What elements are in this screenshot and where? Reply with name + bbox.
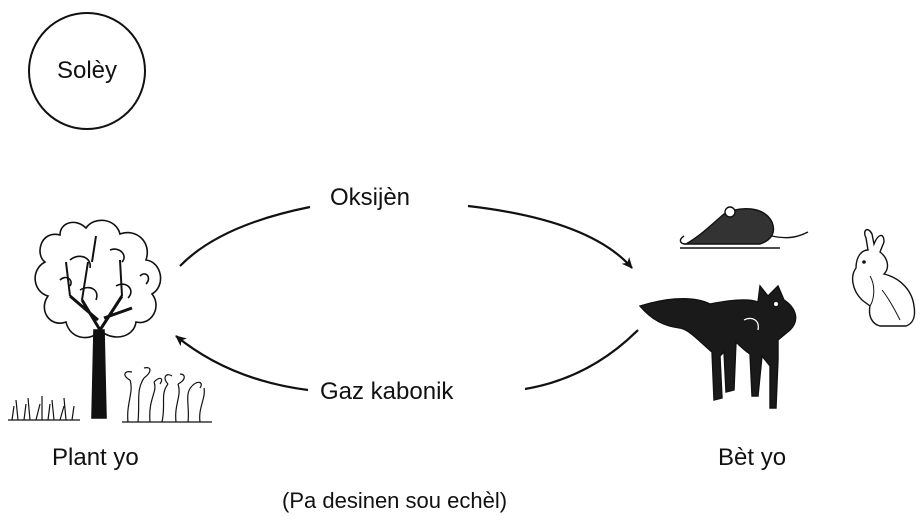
carbon-dioxide-label: Gaz kabonik xyxy=(320,378,454,405)
oxygen-label: Oksijèn xyxy=(330,184,411,211)
fox-icon xyxy=(638,284,797,409)
scale-note: (Pa desinen sou echèl) xyxy=(282,488,508,513)
oxygen-arrow xyxy=(179,204,633,269)
grass-icon xyxy=(8,396,80,421)
rabbit-icon xyxy=(851,228,916,327)
tree-icon xyxy=(34,219,162,419)
sun-circle: Solèy xyxy=(28,12,146,130)
mouse-icon xyxy=(679,206,809,249)
plants-label: Plant yo xyxy=(52,444,139,471)
animals-label: Bèt yo xyxy=(718,444,787,471)
carbon-dioxide-arrow xyxy=(175,329,639,392)
shrub-icon xyxy=(122,367,212,423)
sun-label: Solèy xyxy=(56,57,118,84)
